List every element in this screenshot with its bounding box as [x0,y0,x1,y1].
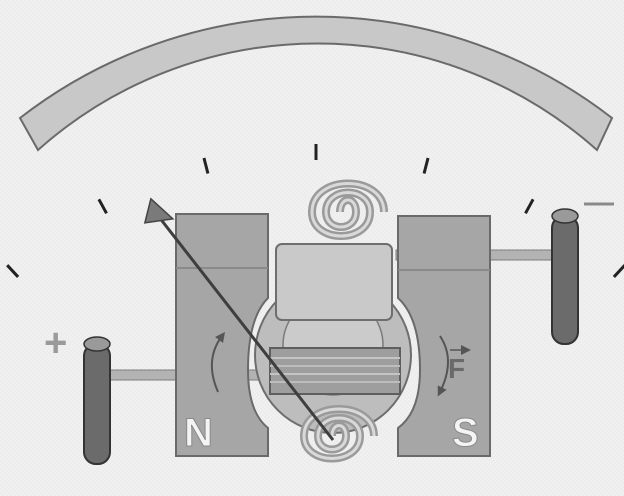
north-pole-label: N [184,411,213,455]
positive-terminal [84,337,110,464]
moving-coil [270,244,400,394]
negative-terminal [552,209,578,344]
south-pole-label: S [452,411,479,455]
positive-sign-label: + [44,321,67,365]
force-label: F [448,353,465,384]
negative-sign-label: — [584,186,614,219]
